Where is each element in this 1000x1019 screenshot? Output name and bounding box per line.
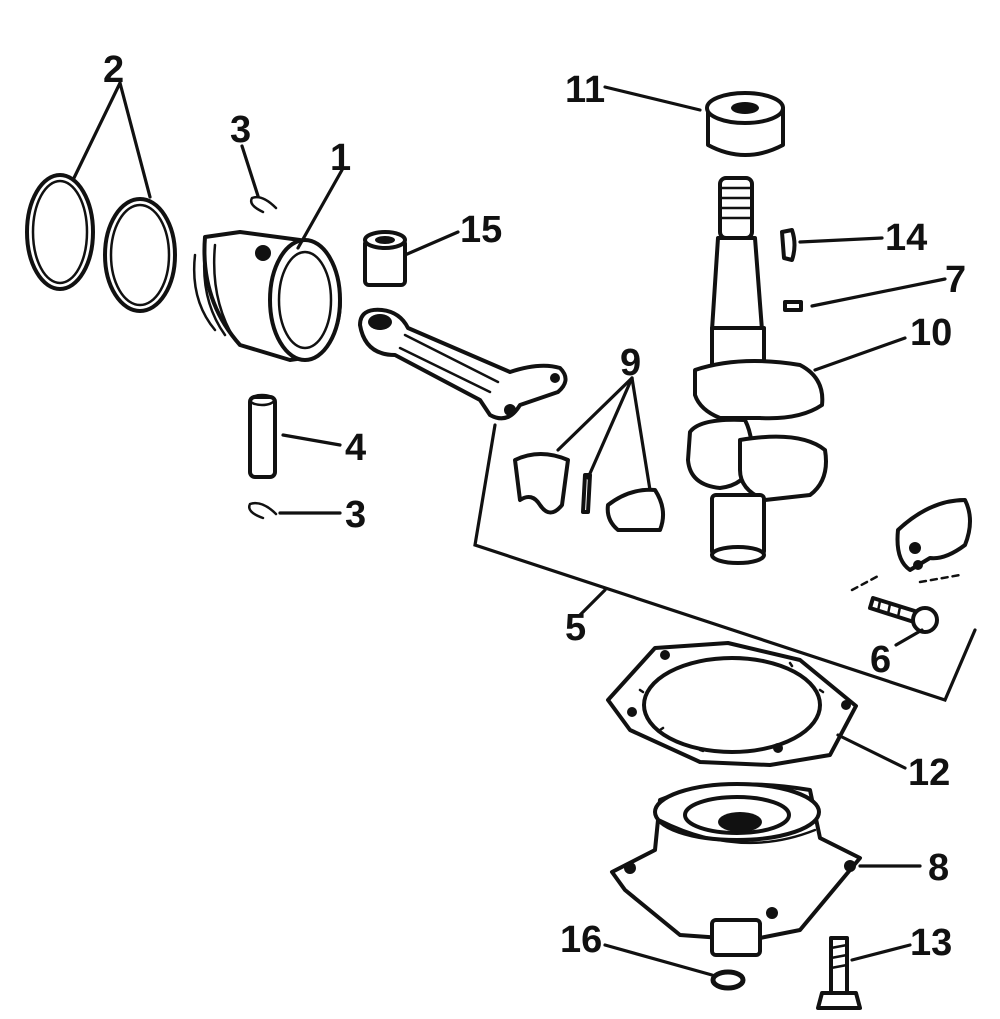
needle-bearing bbox=[363, 230, 407, 287]
callout-7: 7 bbox=[945, 259, 966, 301]
callout-6: 6 bbox=[870, 639, 891, 681]
callout-2: 2 bbox=[103, 49, 124, 91]
rod-cap-dash-upper bbox=[850, 573, 962, 592]
bearing-retainer-strip bbox=[581, 473, 592, 514]
bearing-half-left bbox=[513, 452, 570, 515]
pin-clip-top bbox=[249, 195, 278, 214]
callout-16: 16 bbox=[560, 919, 602, 961]
callout-8: 8 bbox=[928, 847, 949, 889]
callout-14: 14 bbox=[885, 217, 927, 259]
callout-11: 11 bbox=[565, 69, 605, 111]
leader-3-top bbox=[240, 144, 260, 198]
leader-1 bbox=[296, 168, 344, 250]
gasket bbox=[606, 641, 858, 767]
callout-5: 5 bbox=[565, 607, 586, 649]
piston-ring-2 bbox=[103, 197, 177, 313]
leader-6 bbox=[894, 628, 924, 647]
callout-9: 9 bbox=[620, 342, 641, 384]
leader-12 bbox=[836, 733, 907, 770]
leader-9c bbox=[630, 376, 652, 492]
connecting-rod bbox=[358, 307, 568, 421]
callout-3-bottom: 3 bbox=[345, 494, 366, 536]
crankshaft-seal bbox=[705, 91, 785, 157]
bearing-half-right bbox=[605, 487, 666, 532]
woodruff-key bbox=[780, 228, 797, 262]
callout-13: 13 bbox=[910, 922, 952, 964]
rod-bolt bbox=[868, 596, 939, 634]
piston-ring-1 bbox=[25, 173, 95, 291]
leader-14 bbox=[798, 236, 884, 244]
leader-13 bbox=[850, 943, 912, 962]
housing-bolt bbox=[816, 936, 862, 1010]
callout-1: 1 bbox=[330, 137, 351, 179]
lower-bearing-housing bbox=[610, 782, 862, 957]
leader-7 bbox=[810, 277, 947, 308]
leader-11 bbox=[603, 85, 702, 112]
callout-10: 10 bbox=[910, 312, 952, 354]
leader-2b bbox=[118, 81, 152, 199]
leader-9a bbox=[556, 376, 634, 452]
leader-5 bbox=[578, 588, 607, 617]
callout-3-top: 3 bbox=[230, 109, 251, 151]
piston-pin bbox=[248, 393, 277, 479]
crank-pin bbox=[783, 300, 803, 312]
rod-cap bbox=[895, 498, 972, 572]
o-ring bbox=[710, 969, 746, 991]
leader-15 bbox=[403, 230, 460, 257]
pin-clip-bottom bbox=[248, 501, 278, 520]
piston bbox=[192, 230, 342, 362]
leader-4 bbox=[281, 433, 342, 447]
leader-16 bbox=[603, 943, 714, 977]
leader-2a bbox=[71, 81, 122, 182]
crankshaft bbox=[686, 176, 828, 565]
callout-15: 15 bbox=[460, 209, 502, 251]
callout-12: 12 bbox=[908, 752, 950, 794]
rod-assembly-bracket bbox=[473, 423, 977, 702]
callout-4: 4 bbox=[345, 427, 366, 469]
leader-10 bbox=[813, 336, 907, 372]
leader-9b bbox=[586, 376, 634, 480]
